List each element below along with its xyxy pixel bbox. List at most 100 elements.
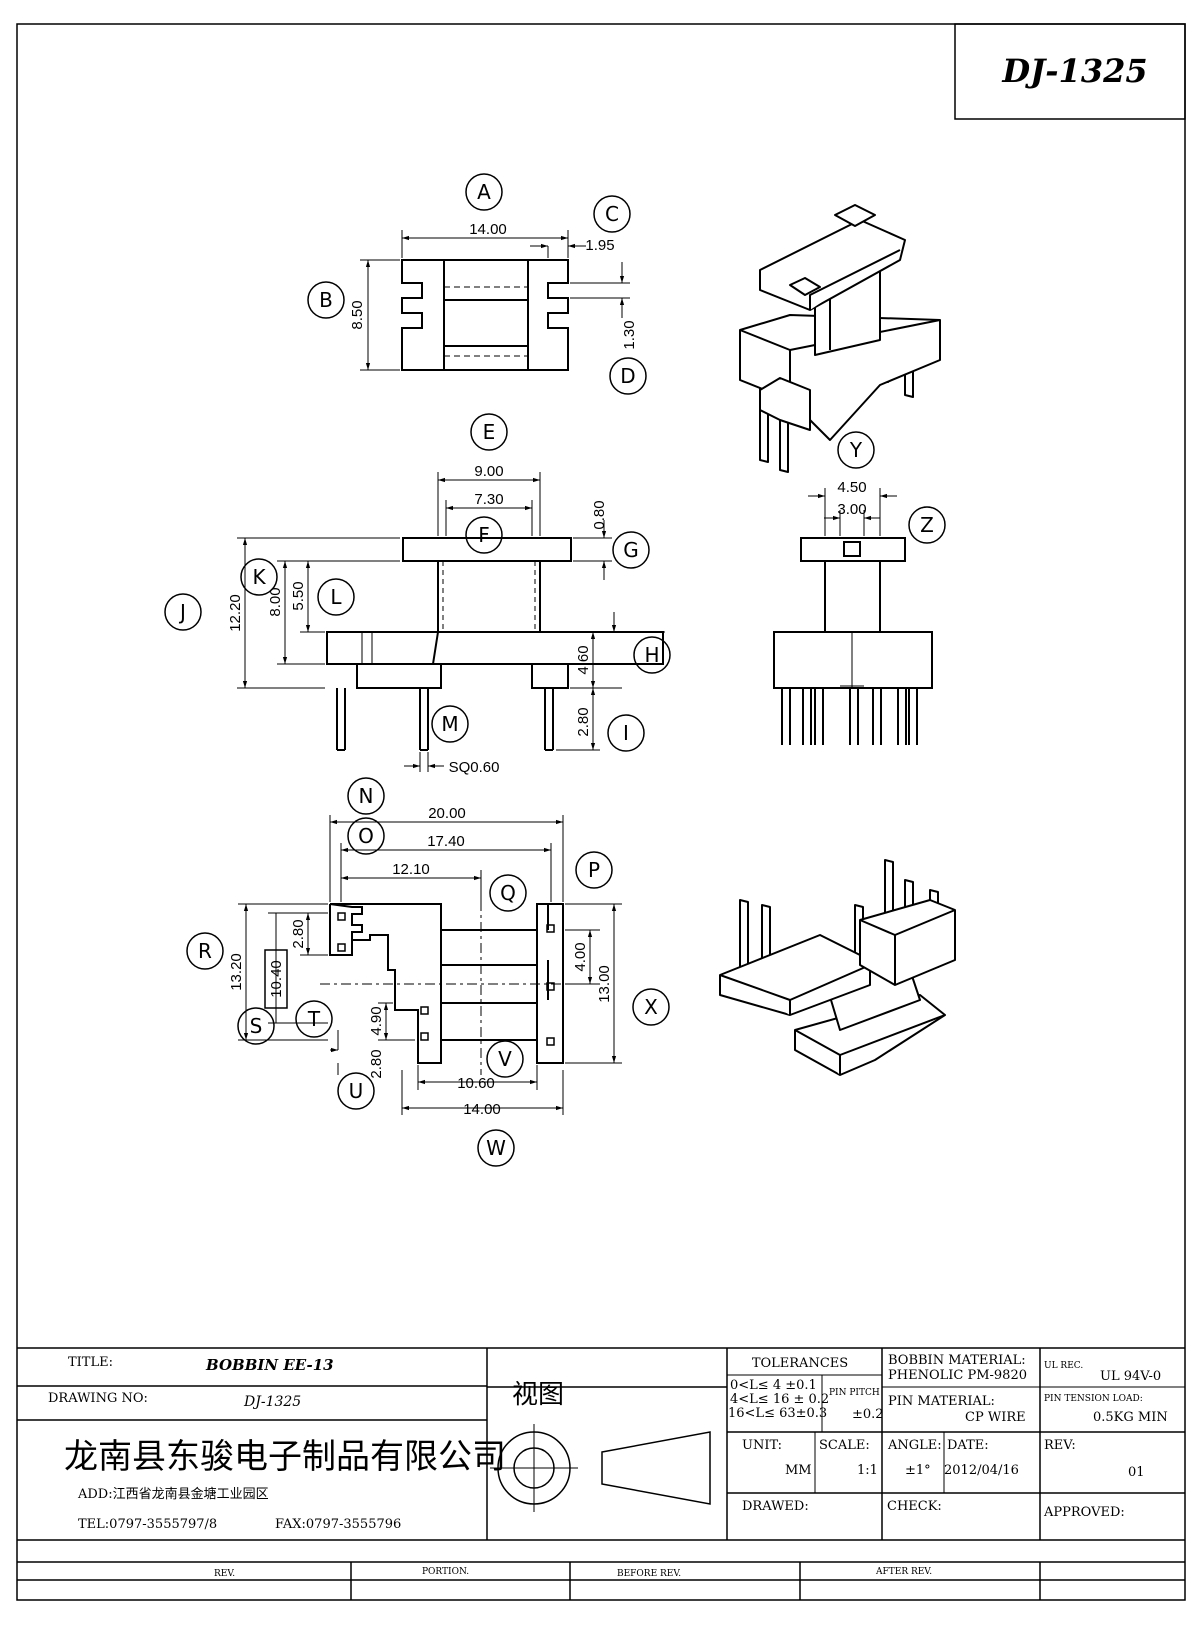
svg-text:I: I [623, 721, 629, 745]
drawed-label: DRAWED: [742, 1499, 809, 1514]
dim-r-value: 13.20 [228, 953, 245, 991]
svg-text:X: X [644, 995, 658, 1019]
callout-z: Z [908, 506, 946, 544]
company-tel: TEL:0797-3555797/8 [78, 1517, 217, 1532]
date-value: 2012/04/16 [944, 1463, 1019, 1478]
dim-s-value: 10.40 [268, 960, 285, 998]
dim-c-value: 1.95 [585, 237, 614, 254]
tol-row-2: 4<L≤ 16 ± 0.2 [730, 1392, 829, 1407]
dim-l-value: 5.50 [290, 581, 307, 610]
callout-n: N [347, 777, 385, 815]
callout-o: O [347, 817, 385, 855]
pin-pitch-label: PIN PITCH [829, 1388, 880, 1398]
dim-e-value: 9.00 [474, 463, 503, 480]
svg-text:Y: Y [849, 438, 863, 462]
callout-m: M [431, 705, 469, 743]
svg-text:T: T [307, 1007, 321, 1031]
ul-rec-value: UL 94V-0 [1100, 1369, 1161, 1384]
callout-t: T [295, 1000, 333, 1038]
svg-text:Q: Q [500, 881, 516, 905]
company-name: 龙南县东骏电子制品有限公司 [64, 1437, 506, 1477]
unit-value: MM [785, 1463, 812, 1478]
svg-text:H: H [644, 643, 659, 667]
top-view-dims [360, 230, 630, 371]
svg-text:K: K [252, 565, 266, 589]
callout-c: C [593, 195, 631, 233]
bottom-view [320, 880, 575, 1075]
callout-l: L [317, 578, 355, 616]
svg-text:L: L [330, 585, 342, 609]
dim-i-value: 2.80 [575, 707, 592, 736]
callout-v: V [486, 1040, 524, 1078]
footer-after-rev: AFTER REV. [875, 1567, 932, 1577]
title-label: TITLE: [68, 1355, 113, 1370]
dim-n-value: 20.00 [428, 805, 466, 822]
svg-text:A: A [477, 180, 491, 204]
top-view [401, 259, 569, 371]
side-view-dims [808, 488, 897, 536]
svg-text:E: E [483, 420, 496, 444]
dim-b-value: 8.50 [349, 300, 366, 329]
footer-portion: PORTION. [422, 1567, 469, 1577]
angle-value: ±1° [905, 1463, 931, 1478]
pin-tension-value: 0.5KG MIN [1093, 1410, 1168, 1425]
svg-text:P: P [588, 858, 600, 882]
tol-row-1: 0<L≤ 4 ±0.1 [730, 1378, 817, 1393]
view-label: 视图 [512, 1380, 564, 1410]
front-view-dims [237, 472, 665, 772]
callout-j: J [164, 593, 202, 631]
dim-z2-value: 3.00 [837, 501, 866, 518]
callout-s: S [237, 1007, 275, 1045]
dim-x-value: 13.00 [596, 965, 613, 1003]
callout-x: X [632, 988, 670, 1026]
svg-text:C: C [605, 202, 619, 226]
dim-a-value: 14.00 [469, 221, 507, 238]
approved-label: APPROVED: [1043, 1505, 1125, 1520]
dim-z1-value: 4.50 [837, 479, 866, 496]
svg-text:B: B [319, 288, 333, 312]
check-label: CHECK: [887, 1499, 942, 1514]
svg-text:R: R [198, 939, 212, 963]
callout-h: H [633, 636, 671, 674]
dim-m-value: SQ0.60 [449, 759, 500, 776]
callout-i: I [607, 714, 645, 752]
scale-label: SCALE: [819, 1438, 870, 1453]
dim-h-value: 4.60 [575, 645, 592, 674]
drawing-no-label: DRAWING NO: [48, 1391, 148, 1406]
sheet-border [16, 23, 1186, 1601]
dim-p-value: 4.00 [572, 942, 589, 971]
dim-g-value: 0.80 [591, 500, 608, 529]
callout-q: Q [489, 874, 527, 912]
front-view [326, 537, 664, 751]
svg-text:F: F [478, 523, 490, 547]
svg-text:J: J [178, 600, 186, 624]
drawing-id: DJ-1325 [1001, 52, 1147, 90]
callout-d: D [609, 357, 647, 395]
dim-d-value: 1.30 [621, 320, 638, 349]
isometric-view-x [719, 859, 956, 1076]
bottom-view-dims [238, 815, 622, 1115]
svg-text:W: W [486, 1136, 506, 1160]
footer-rev: REV. [214, 1569, 235, 1579]
isometric-view-y [739, 204, 941, 473]
dim-q-value: 12.10 [392, 861, 430, 878]
callout-p: P [575, 851, 613, 889]
callout-r: R [186, 932, 224, 970]
projection-symbol [490, 1424, 711, 1512]
svg-text:S: S [250, 1014, 263, 1038]
dim-t-value: 2.80 [290, 919, 307, 948]
callout-w: W [477, 1129, 515, 1167]
callout-b: B [307, 281, 345, 319]
svg-text:M: M [441, 712, 458, 736]
svg-text:Z: Z [920, 513, 934, 537]
pin-pitch-value: ±0.2 [852, 1407, 884, 1422]
bobbin-material-label: BOBBIN MATERIAL: [888, 1353, 1026, 1368]
company-address: ADD:江西省龙南县金塘工业园区 [77, 1486, 269, 1502]
callout-u: U [337, 1072, 375, 1110]
svg-text:N: N [359, 784, 374, 808]
dim-f-value: 7.30 [474, 491, 503, 508]
callout-e: E [470, 413, 508, 451]
svg-text:V: V [498, 1047, 512, 1071]
dim-t2-value: 4.90 [368, 1006, 385, 1035]
dim-u-value: 2.80 [368, 1049, 385, 1078]
